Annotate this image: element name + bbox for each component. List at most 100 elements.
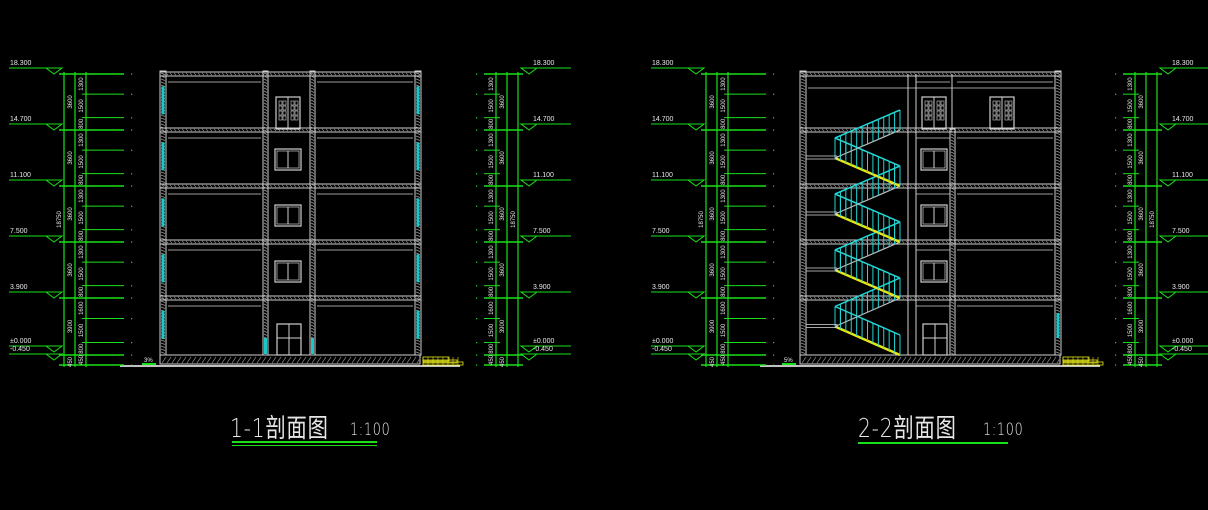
wall-hatch <box>310 249 315 252</box>
slab-hatch <box>813 240 817 244</box>
wall-hatch <box>950 232 955 235</box>
wall-hatch <box>800 180 806 183</box>
wall-hatch <box>1055 285 1061 288</box>
dim-detail-label: 1300 <box>1128 77 1134 91</box>
slab-hatch <box>937 72 941 76</box>
slab-hatch <box>901 72 905 76</box>
wall-hatch <box>310 312 315 315</box>
slab-hatch <box>209 240 213 244</box>
foundation-hatch <box>336 356 342 364</box>
dim-dot <box>1115 297 1117 299</box>
level-label: 11.100 <box>652 172 673 179</box>
slab-hatch <box>397 296 401 300</box>
slab-hatch <box>917 240 921 244</box>
foundation-hatch <box>866 356 872 364</box>
level-triangle-icon <box>1158 179 1178 187</box>
wall-hatch <box>310 285 315 288</box>
foundation-hatch <box>856 356 862 364</box>
slab-hatch <box>909 128 913 132</box>
slab-hatch <box>177 296 181 300</box>
slab-hatch <box>257 240 261 244</box>
slab-hatch <box>1045 72 1049 76</box>
dim-dot <box>1115 173 1117 175</box>
wall-hatch <box>310 246 315 249</box>
dim-detail-label: 1500 <box>721 155 727 169</box>
slab-hatch <box>1053 296 1057 300</box>
title-underline <box>858 442 1008 444</box>
wall-hatch <box>1055 120 1061 123</box>
slab-hatch <box>341 128 345 132</box>
dim-detail-label: 1500 <box>1128 99 1134 113</box>
dim-detail-label: 1500 <box>721 211 727 225</box>
slab-hatch <box>869 184 873 188</box>
dim-dot <box>131 241 133 243</box>
level-label: ±0.000 <box>652 338 673 345</box>
window-glass <box>311 338 314 354</box>
slab-hatch <box>173 240 177 244</box>
dim-floor-label: 3900 <box>1139 319 1145 333</box>
dim-dot <box>773 341 775 344</box>
slab-hatch <box>917 296 921 300</box>
window-glass <box>416 198 420 227</box>
foundation-hatch <box>926 356 932 364</box>
level-triangle-icon <box>44 235 64 243</box>
dim-dot <box>773 205 775 207</box>
wall-hatch <box>160 114 166 117</box>
wall-hatch <box>950 184 955 187</box>
wall-hatch <box>800 81 806 84</box>
dim-detail-label: 1500 <box>1128 211 1134 225</box>
slab-hatch <box>293 240 297 244</box>
dim-dot <box>1115 117 1117 119</box>
slab-hatch <box>361 296 365 300</box>
wall-hatch <box>950 238 955 241</box>
slab-hatch <box>885 72 889 76</box>
foundation-hatch <box>296 356 302 364</box>
slab-hatch <box>1021 184 1025 188</box>
wall-hatch <box>160 192 166 195</box>
slab-hatch <box>377 184 381 188</box>
slab-hatch <box>945 184 949 188</box>
wall-hatch <box>310 120 315 123</box>
slab-hatch <box>1025 184 1029 188</box>
wall-hatch <box>310 156 315 159</box>
wall-hatch <box>800 207 806 210</box>
slab-hatch <box>1057 72 1061 76</box>
door-pane <box>278 110 283 116</box>
slab-hatch <box>253 128 257 132</box>
slab-hatch <box>353 296 357 300</box>
foundation-hatch <box>896 356 902 364</box>
slab-hatch <box>253 184 257 188</box>
slab-hatch <box>405 184 409 188</box>
slab-hatch <box>173 296 177 300</box>
wall-hatch <box>1055 219 1061 222</box>
slab-hatch <box>169 240 173 244</box>
wall-hatch <box>310 228 315 231</box>
wall-hatch <box>263 180 268 183</box>
dim-detail-label: 1500 <box>721 323 727 337</box>
level-label: 18.300 <box>652 60 674 67</box>
slab-hatch <box>349 72 353 76</box>
wall-hatch <box>950 301 955 304</box>
foundation-hatch <box>186 356 192 364</box>
slab-hatch <box>333 184 337 188</box>
slab-hatch <box>401 240 405 244</box>
wall-hatch <box>263 195 268 198</box>
wall-hatch <box>263 96 268 99</box>
slab-hatch <box>301 296 305 300</box>
wall-hatch <box>415 195 421 198</box>
foundation-hatch <box>171 356 177 364</box>
slab-hatch <box>801 296 805 300</box>
slab-hatch <box>365 296 369 300</box>
dim-dot <box>131 354 133 356</box>
window-glass <box>161 310 165 340</box>
wall-hatch <box>950 340 955 343</box>
foundation-hatch <box>1001 356 1007 364</box>
slab-hatch <box>185 240 189 244</box>
wall-hatch <box>415 234 421 237</box>
level-triangle-icon <box>44 179 64 187</box>
slab-hatch <box>277 72 281 76</box>
slab-hatch <box>825 128 829 132</box>
slab-hatch <box>221 72 225 76</box>
slab-hatch <box>197 128 201 132</box>
slab-hatch <box>1049 72 1053 76</box>
